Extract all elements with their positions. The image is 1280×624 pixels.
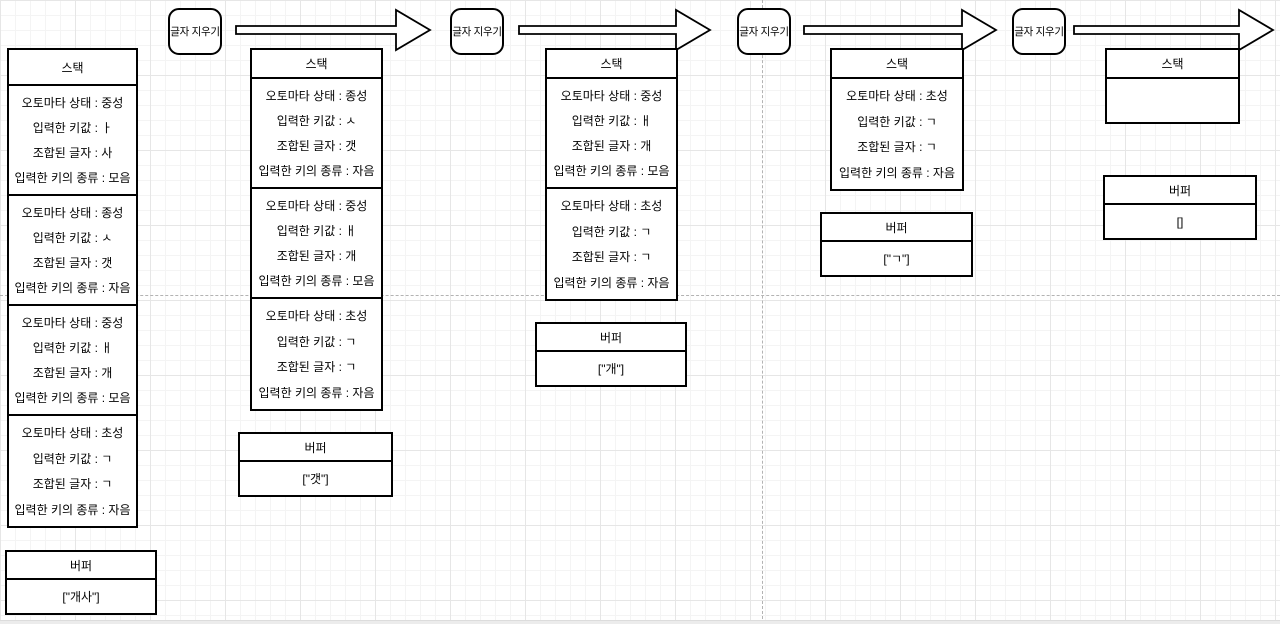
stack-title: 스택 bbox=[832, 50, 962, 79]
flow-arrow-icon[interactable] bbox=[518, 7, 712, 53]
page-break-vertical-line bbox=[762, 0, 763, 624]
entry-line: 오토마타 상태 : 종성 bbox=[265, 89, 368, 103]
entry-line: 입력한 키값 : ㄱ bbox=[571, 224, 652, 239]
stack-entry: 오토마타 상태 : 종성 입력한 키값 : ㅅ 조합된 글자 : 갯 입력한 키… bbox=[9, 196, 136, 306]
entry-line: 조합된 글자 : 개 bbox=[571, 139, 652, 153]
stack-title: 스택 bbox=[252, 50, 381, 79]
stack-entry: 오토마타 상태 : 중성 입력한 키값 : ㅐ 조합된 글자 : 개 입력한 키… bbox=[252, 189, 381, 299]
stack-title: 스택 bbox=[1107, 50, 1238, 79]
entry-line: 조합된 글자 : 개 bbox=[32, 366, 113, 380]
buffer-value: ["갯"] bbox=[302, 472, 329, 486]
page-bottom-edge bbox=[0, 620, 1280, 624]
stack-entry: 오토마타 상태 : 초성 입력한 키값 : ㄱ 조합된 글자 : ㄱ 입력한 키… bbox=[547, 189, 676, 299]
entry-line: 오토마타 상태 : 중성 bbox=[21, 96, 124, 110]
entry-line: 입력한 키값 : ㅅ bbox=[32, 231, 113, 245]
buffer-value: ["개"] bbox=[597, 362, 625, 376]
entry-line: 입력한 키의 종류 : 자음 bbox=[553, 275, 670, 290]
stack-entry: 오토마타 상태 : 중성 입력한 키값 : ㅏ 조합된 글자 : 사 입력한 키… bbox=[9, 86, 136, 196]
stack-entry: 오토마타 상태 : 초성 입력한 키값 : ㄱ 조합된 글자 : ㄱ 입력한 키… bbox=[252, 299, 381, 409]
entry-line: 입력한 키값 : ㅏ bbox=[32, 121, 113, 135]
entry-line: 입력한 키의 종류 : 모음 bbox=[258, 274, 375, 288]
entry-line: 조합된 글자 : ㄱ bbox=[276, 360, 357, 375]
stack-entry: 오토마타 상태 : 초성 입력한 키값 : ㄱ 조합된 글자 : ㄱ 입력한 키… bbox=[9, 416, 136, 526]
flow-arrow-icon[interactable] bbox=[235, 7, 432, 53]
entry-line: 입력한 키값 : ㅅ bbox=[276, 114, 357, 128]
entry-line: 조합된 글자 : 개 bbox=[276, 249, 357, 263]
stack-box-2[interactable]: 스택 오토마타 상태 : 종성 입력한 키값 : ㅅ 조합된 글자 : 갯 입력… bbox=[250, 48, 383, 411]
entry-line: 입력한 키의 종류 : 모음 bbox=[553, 164, 670, 178]
buffer-box-1[interactable]: 버퍼 ["개사"] bbox=[5, 550, 157, 615]
entry-line: 입력한 키의 종류 : 자음 bbox=[838, 165, 956, 180]
entry-line: 입력한 키값 : ㄱ bbox=[857, 114, 937, 129]
entry-line: 조합된 글자 : ㄱ bbox=[32, 477, 113, 492]
buffer-title: 버퍼 bbox=[7, 552, 155, 580]
entry-line: 조합된 글자 : 갯 bbox=[32, 256, 113, 270]
flow-arrow-icon[interactable] bbox=[1073, 7, 1275, 53]
stack-box-5[interactable]: 스택 bbox=[1105, 48, 1240, 124]
entry-line: 입력한 키값 : ㅐ bbox=[32, 341, 113, 355]
stack-entry: 오토마타 상태 : 종성 입력한 키값 : ㅅ 조합된 글자 : 갯 입력한 키… bbox=[252, 79, 381, 189]
erase-label-box[interactable]: 글자 지우기 bbox=[168, 8, 222, 55]
entry-line: 입력한 키의 종류 : 자음 bbox=[14, 281, 131, 295]
entry-line: 오토마타 상태 : 초성 bbox=[560, 199, 663, 214]
entry-line: 조합된 글자 : ㄱ bbox=[857, 140, 937, 155]
entry-line: 오토마타 상태 : 중성 bbox=[560, 89, 663, 103]
buffer-box-4[interactable]: 버퍼 ["ㄱ"] bbox=[820, 212, 973, 277]
buffer-value: [] bbox=[1176, 214, 1184, 229]
stack-box-4[interactable]: 스택 오토마타 상태 : 초성 입력한 키값 : ㄱ 조합된 글자 : ㄱ 입력… bbox=[830, 48, 964, 191]
flow-arrow-icon[interactable] bbox=[803, 7, 998, 53]
entry-line: 오토마타 상태 : 종성 bbox=[21, 206, 124, 220]
stack-title: 스택 bbox=[547, 50, 676, 79]
entry-line: 오토마타 상태 : 초성 bbox=[21, 426, 124, 441]
entry-line: 조합된 글자 : 사 bbox=[32, 146, 113, 160]
buffer-value: ["개사"] bbox=[62, 590, 100, 604]
entry-line: 조합된 글자 : ㄱ bbox=[571, 250, 652, 265]
erase-label-box[interactable]: 글자 지우기 bbox=[450, 8, 504, 55]
buffer-title: 버퍼 bbox=[822, 214, 971, 242]
entry-line: 입력한 키값 : ㄱ bbox=[32, 451, 113, 466]
buffer-value: ["ㄱ"] bbox=[883, 252, 910, 266]
stack-entry: 오토마타 상태 : 중성 입력한 키값 : ㅐ 조합된 글자 : 개 입력한 키… bbox=[547, 79, 676, 189]
buffer-title: 버퍼 bbox=[240, 434, 391, 462]
entry-line: 입력한 키의 종류 : 자음 bbox=[258, 385, 375, 400]
entry-line: 입력한 키값 : ㄱ bbox=[276, 334, 357, 349]
erase-label-box[interactable]: 글자 지우기 bbox=[1012, 8, 1066, 55]
buffer-box-3[interactable]: 버퍼 ["개"] bbox=[535, 322, 687, 387]
buffer-box-2[interactable]: 버퍼 ["갯"] bbox=[238, 432, 393, 497]
entry-line: 조합된 글자 : 갯 bbox=[276, 139, 357, 153]
entry-line: 오토마타 상태 : 중성 bbox=[265, 199, 368, 213]
buffer-title: 버퍼 bbox=[537, 324, 685, 352]
entry-line: 입력한 키의 종류 : 모음 bbox=[14, 391, 131, 405]
entry-line: 오토마타 상태 : 초성 bbox=[265, 309, 368, 324]
stack-box-1[interactable]: 스택 오토마타 상태 : 중성 입력한 키값 : ㅏ 조합된 글자 : 사 입력… bbox=[7, 48, 138, 528]
entry-line: 입력한 키의 종류 : 자음 bbox=[258, 164, 375, 178]
stack-entry: 오토마타 상태 : 중성 입력한 키값 : ㅐ 조합된 글자 : 개 입력한 키… bbox=[9, 306, 136, 416]
stack-title: 스택 bbox=[9, 50, 136, 86]
buffer-box-5[interactable]: 버퍼 [] bbox=[1103, 175, 1257, 240]
buffer-title: 버퍼 bbox=[1105, 177, 1255, 205]
stack-entry: 오토마타 상태 : 초성 입력한 키값 : ㄱ 조합된 글자 : ㄱ 입력한 키… bbox=[832, 79, 962, 189]
entry-line: 입력한 키의 종류 : 모음 bbox=[14, 171, 131, 185]
stack-box-3[interactable]: 스택 오토마타 상태 : 중성 입력한 키값 : ㅐ 조합된 글자 : 개 입력… bbox=[545, 48, 678, 301]
entry-line: 입력한 키값 : ㅐ bbox=[571, 114, 652, 128]
stack-empty-body bbox=[1107, 79, 1238, 122]
entry-line: 오토마타 상태 : 초성 bbox=[846, 89, 948, 104]
entry-line: 입력한 키의 종류 : 자음 bbox=[14, 502, 131, 517]
erase-label-box[interactable]: 글자 지우기 bbox=[737, 8, 791, 55]
entry-line: 입력한 키값 : ㅐ bbox=[276, 224, 357, 238]
entry-line: 오토마타 상태 : 중성 bbox=[21, 316, 124, 330]
